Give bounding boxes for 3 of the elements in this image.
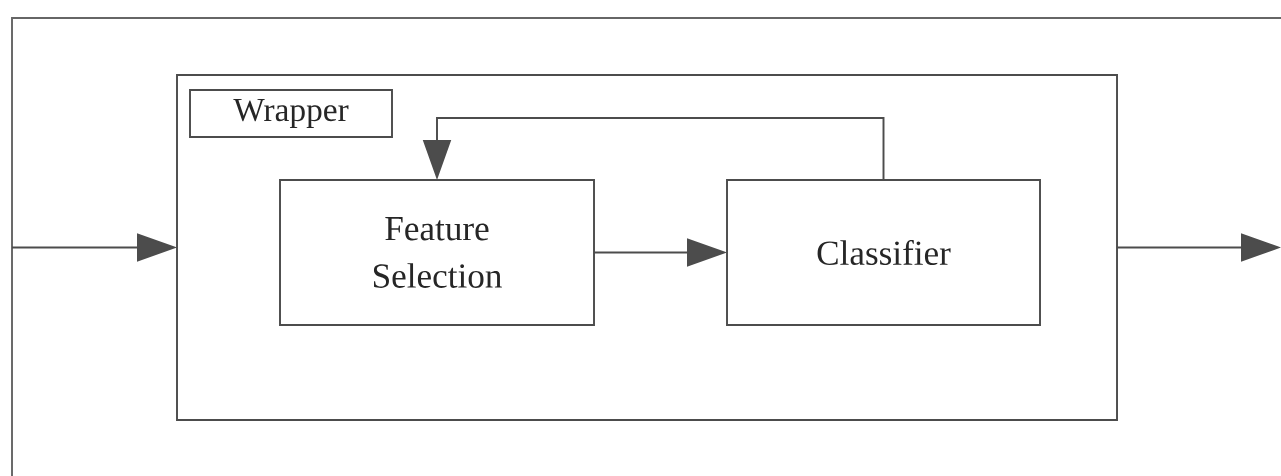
tag-box: Wrapper xyxy=(189,89,393,138)
process-box: Classifier xyxy=(726,179,1041,326)
process-box: Feature Selection xyxy=(279,179,595,326)
